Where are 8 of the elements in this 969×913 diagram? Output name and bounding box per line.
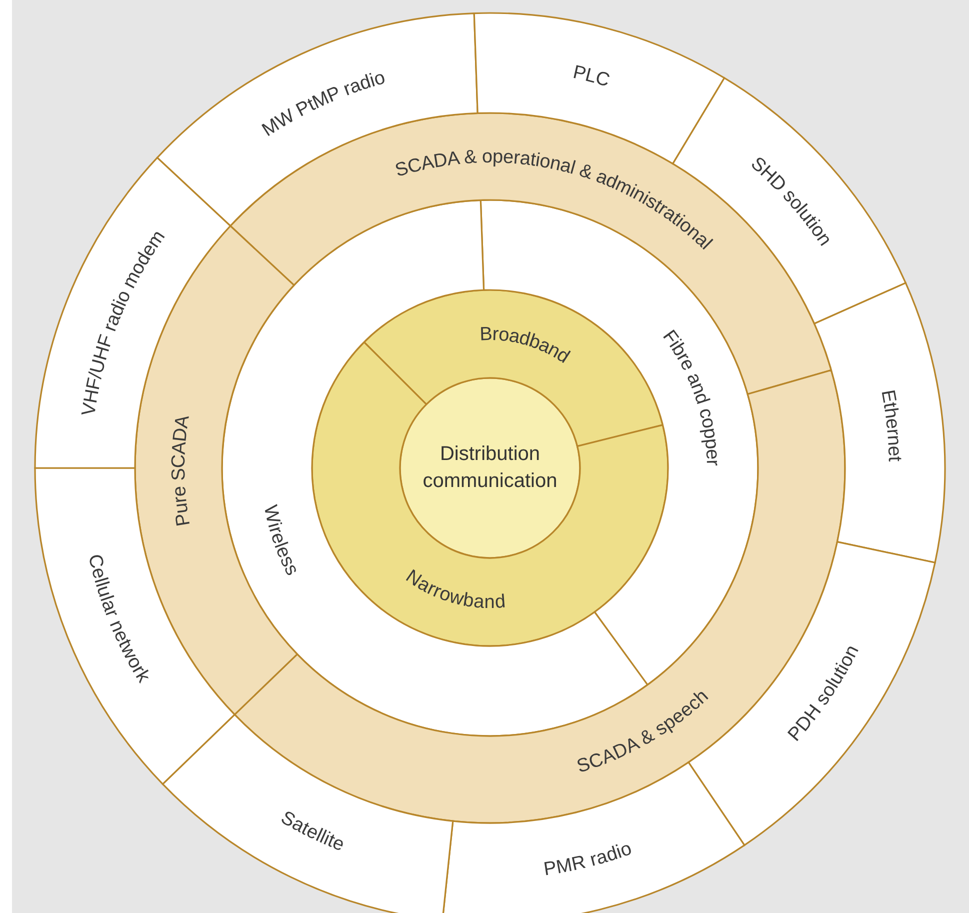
ring-segment [814, 282, 946, 564]
ring-segment [363, 289, 664, 448]
center-circle [399, 377, 581, 559]
segment-label: PMR radio [542, 838, 634, 880]
segment-label: PLC [571, 61, 612, 91]
ring-segment [162, 714, 454, 913]
ring-segment [156, 12, 478, 227]
center-label: Distribution communication [422, 442, 558, 494]
